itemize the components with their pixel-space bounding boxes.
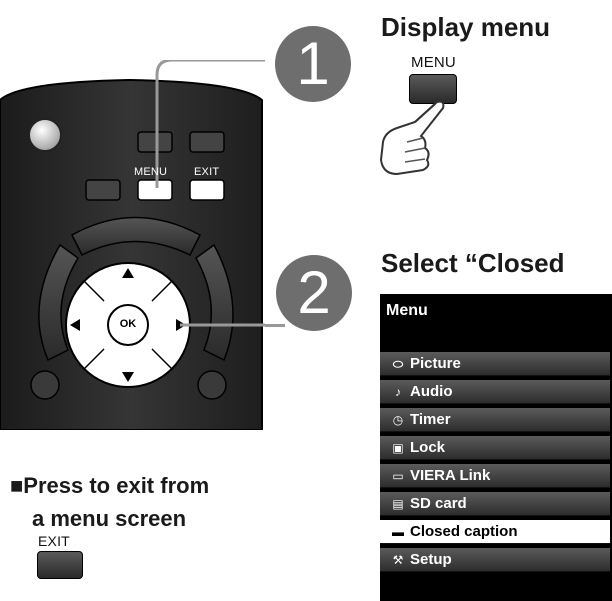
- menu-item-sd-card[interactable]: ▤ SD card: [380, 492, 610, 516]
- upper-arc-button[interactable]: [71, 216, 201, 257]
- closed-caption-icon: ▬: [392, 525, 404, 539]
- remote-menu-button[interactable]: [137, 179, 173, 201]
- menu-item-setup[interactable]: ⚒ Setup: [380, 548, 610, 572]
- menu-item-timer[interactable]: ◷ Timer: [380, 408, 610, 432]
- menu-item-label: VIERA Link: [410, 467, 491, 484]
- remote-ok-label: OK: [119, 318, 137, 330]
- remote-control-illustration: [0, 60, 265, 430]
- sd-card-icon: ▤: [392, 497, 404, 511]
- exit-key[interactable]: [37, 551, 83, 579]
- exit-key-label: EXIT: [38, 533, 70, 549]
- top-button-right[interactable]: [189, 131, 225, 153]
- menu-item-label: Picture: [410, 355, 461, 372]
- step2-heading: Select “Closed: [381, 248, 565, 278]
- timer-icon: ◷: [392, 413, 404, 427]
- menu-item-lock[interactable]: ▣ Lock: [380, 436, 610, 460]
- menu-title: Menu: [386, 302, 428, 319]
- dpad-left-icon[interactable]: [70, 319, 80, 331]
- remote-exit-button[interactable]: [189, 179, 225, 201]
- left-arc-button[interactable]: [38, 243, 79, 362]
- pointing-hand-icon: [379, 100, 445, 176]
- remote-ok-button[interactable]: [107, 304, 149, 346]
- step1-badge: 1: [275, 26, 351, 102]
- menu-item-closed-caption[interactable]: ▬ Closed caption: [380, 520, 610, 544]
- dpad-down-icon[interactable]: [122, 372, 134, 382]
- setup-icon: ⚒: [392, 553, 404, 567]
- menu-item-viera-link[interactable]: ▭ VIERA Link: [380, 464, 610, 488]
- menu-item-audio[interactable]: ♪ Audio: [380, 380, 610, 404]
- menu-item-label: Timer: [410, 411, 451, 428]
- step1-menu-key[interactable]: [409, 74, 457, 104]
- dpad-up-icon[interactable]: [122, 268, 134, 278]
- right-arc-button[interactable]: [195, 243, 234, 362]
- exit-note-line2: a menu screen: [32, 506, 187, 531]
- menu-item-label: Lock: [410, 439, 446, 456]
- side-button[interactable]: [85, 179, 121, 201]
- menu-item-label: Setup: [410, 551, 452, 568]
- picture-icon: ⬭: [392, 357, 404, 371]
- tv-menu-panel: Menu ⬭ Picture ♪ Audio ◷ Timer ▣ Lock ▭ VIERA Lin…: [380, 294, 612, 601]
- remote-menu-label: MENU: [134, 166, 168, 178]
- bottom-left-round-button[interactable]: [30, 370, 60, 400]
- menu-item-label: Closed caption: [410, 523, 518, 540]
- lock-icon: ▣: [392, 441, 404, 455]
- step1-heading: Display menu: [381, 12, 551, 42]
- menu-item-label: Audio: [410, 383, 453, 400]
- step2-badge: 2: [276, 255, 352, 331]
- menu-item-picture[interactable]: ⬭ Picture: [380, 352, 610, 376]
- step1-connector-line: [155, 60, 265, 188]
- bottom-right-round-button[interactable]: [197, 370, 227, 400]
- step2-connector-extension: [265, 324, 285, 327]
- step1-key-label: MENU: [411, 54, 456, 71]
- remote-exit-label: EXIT: [194, 166, 220, 178]
- audio-icon: ♪: [395, 385, 401, 399]
- top-button-left[interactable]: [137, 131, 173, 153]
- exit-note-line1: ■Press to exit from: [10, 473, 210, 498]
- viera-link-icon: ▭: [392, 469, 404, 483]
- power-button[interactable]: [28, 118, 62, 152]
- menu-item-label: SD card: [410, 495, 467, 512]
